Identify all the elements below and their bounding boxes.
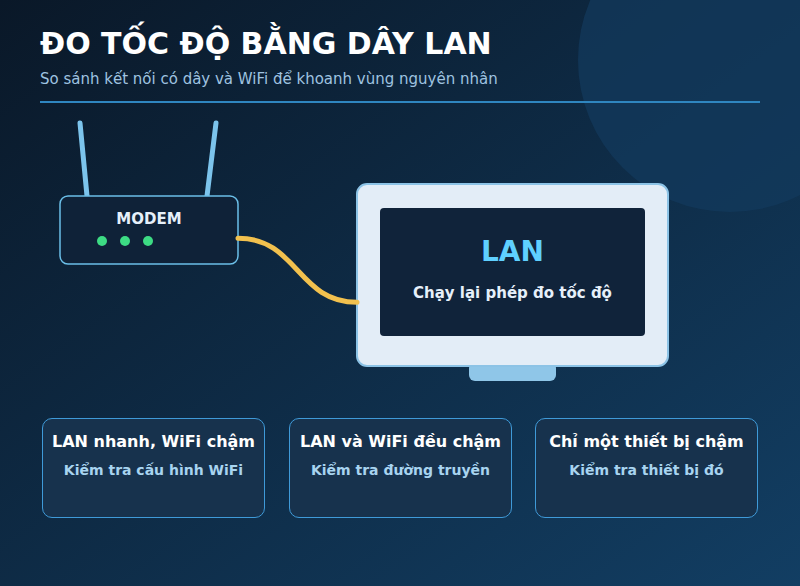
case-action: Kiểm tra cấu hình WiFi: [43, 460, 264, 480]
screen-heading: LAN: [357, 235, 668, 269]
antenna: [207, 123, 216, 196]
case-box: LAN và WiFi đều chậmKiểm tra đường truyề…: [289, 418, 512, 518]
status-led: [97, 236, 107, 246]
modem-body: [60, 196, 238, 264]
status-led: [143, 236, 153, 246]
case-action: Kiểm tra đường truyền: [290, 460, 511, 480]
monitor-frame: [357, 184, 668, 366]
screen-text: Chạy lại phép đo tốc độ: [357, 283, 668, 303]
case-box: LAN nhanh, WiFi chậmKiểm tra cấu hình Wi…: [42, 418, 265, 518]
modem-label: MODEM: [60, 209, 238, 229]
status-led: [120, 236, 130, 246]
subtitle: So sánh kết nối có dây và WiFi để khoanh…: [40, 69, 498, 89]
case-action: Kiểm tra thiết bị đó: [536, 460, 757, 480]
divider-line: [40, 101, 760, 103]
modem-box: MODEM: [60, 196, 238, 264]
monitor-screen: [380, 208, 645, 336]
case-heading: LAN và WiFi đều chậm: [290, 431, 511, 453]
case-heading: Chỉ một thiết bị chậm: [536, 431, 757, 453]
title: ĐO TỐC ĐỘ BẰNG DÂY LAN: [40, 26, 492, 62]
decor-circle: [578, 0, 800, 212]
lan-cable: [238, 238, 357, 302]
case-box: Chỉ một thiết bị chậmKiểm tra thiết bị đ…: [535, 418, 758, 518]
case-heading: LAN nhanh, WiFi chậm: [43, 431, 264, 453]
antenna: [80, 123, 87, 196]
monitor-box: LAN Chạy lại phép đo tốc độ: [357, 184, 668, 366]
